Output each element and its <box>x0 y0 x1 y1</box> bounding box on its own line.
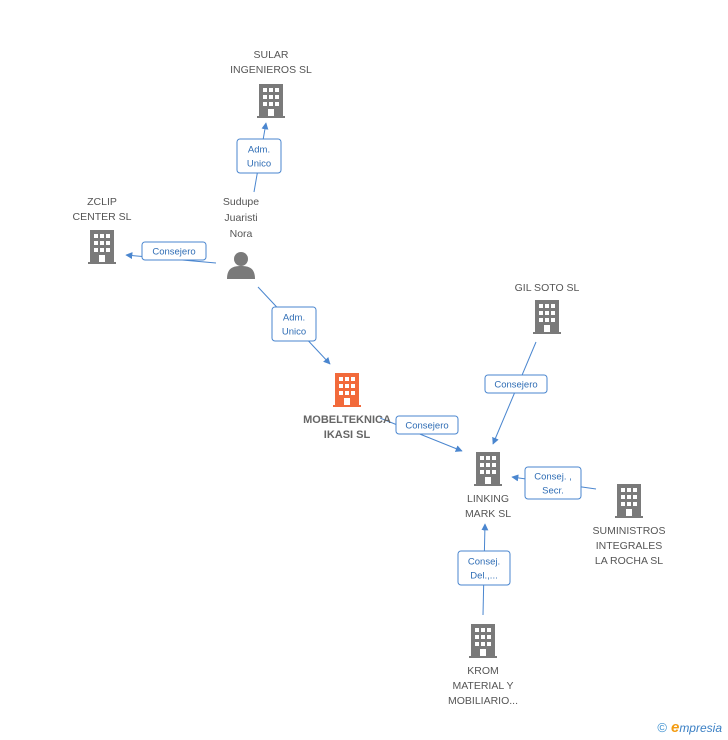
relation-badge-gilsoto-linking[interactable]: Consejero <box>484 374 548 394</box>
person-icon <box>227 252 255 279</box>
node-label: MATERIAL Y <box>452 680 513 692</box>
node-label: IKASI SL <box>324 429 371 441</box>
node-label: SUMINISTROS <box>593 525 666 537</box>
edges-layer <box>125 122 597 616</box>
node-label: GIL SOTO SL <box>515 282 580 294</box>
node-label: MARK SL <box>465 508 511 520</box>
node-label: Sudupe <box>223 196 259 208</box>
brand-logo-text: mpresia <box>679 720 722 735</box>
node-krom[interactable]: KROM MATERIAL Y MOBILIARIO... <box>448 624 518 707</box>
node-zclip[interactable]: ZCLIP CENTER SL <box>73 196 132 264</box>
relation-badge-box <box>524 466 582 500</box>
relation-badge-label: Consejero <box>152 247 195 258</box>
relation-badge-suministros-linking[interactable]: Consej. , Secr. <box>524 466 582 500</box>
footer-brand[interactable]: © e mpresia <box>657 719 722 736</box>
node-label: LINKING <box>467 493 509 505</box>
node-linking[interactable]: LINKING MARK SL <box>465 452 511 520</box>
node-label: Juaristi <box>224 212 257 224</box>
building-icon <box>615 484 643 518</box>
badges-layer: Adm.UnicoConsejeroAdm.UnicoConsejeroCons… <box>141 138 582 586</box>
node-label: SULAR <box>253 49 288 61</box>
node-suministros[interactable]: SUMINISTROS INTEGRALES LA ROCHA SL <box>593 484 666 567</box>
relation-badge-label: Consejero <box>405 421 448 432</box>
relation-badge-box <box>236 138 282 174</box>
copyright-icon: © <box>657 720 667 735</box>
relation-badge-sudupe-mobelteknica[interactable]: Adm. Unico <box>271 306 317 342</box>
relation-badge-label: Consej. , <box>534 472 572 483</box>
node-label: Nora <box>230 228 253 240</box>
relation-badge-label: Consejero <box>494 380 537 391</box>
relation-badge-label: Del.,... <box>470 571 497 582</box>
relation-badge-label: Adm. <box>248 145 270 156</box>
relation-badge-mobelteknica-linking[interactable]: Consejero <box>395 415 459 435</box>
node-mobelteknica[interactable]: MOBELTEKNICA IKASI SL <box>303 373 391 441</box>
relation-badge-label: Unico <box>247 159 271 170</box>
node-gilsoto[interactable]: GIL SOTO SL <box>515 282 580 334</box>
relation-badge-label: Unico <box>282 327 306 338</box>
building-icon <box>533 300 561 334</box>
relation-badge-sudupe-sular[interactable]: Adm. Unico <box>236 138 282 174</box>
node-label: KROM <box>467 665 499 677</box>
brand-logo-initial: e <box>670 719 680 736</box>
relation-badge-sudupe-zclip[interactable]: Consejero <box>141 241 207 261</box>
building-icon <box>88 230 116 264</box>
relation-badge-box <box>141 241 207 261</box>
building-icon <box>257 84 285 118</box>
relation-badge-box <box>395 415 459 435</box>
node-label: INGENIEROS SL <box>230 64 312 76</box>
relation-badge-box <box>457 550 511 586</box>
node-sular[interactable]: SULAR INGENIEROS SL <box>230 49 312 118</box>
relation-badge-box <box>271 306 317 342</box>
node-label: LA ROCHA SL <box>595 555 663 567</box>
node-label: MOBILIARIO... <box>448 695 518 707</box>
node-label: ZCLIP <box>87 196 117 208</box>
relation-badge-label: Adm. <box>283 313 305 324</box>
building-icon <box>333 373 361 407</box>
relation-badge-krom-linking[interactable]: Consej. Del.,... <box>457 550 511 586</box>
node-label: CENTER SL <box>73 211 132 223</box>
relation-badge-label: Consej. <box>468 557 500 568</box>
building-icon <box>474 452 502 486</box>
node-label: INTEGRALES <box>596 540 663 552</box>
building-icon <box>469 624 497 658</box>
relation-badge-label: Secr. <box>542 486 564 497</box>
node-label: MOBELTEKNICA <box>303 414 391 426</box>
relation-badge-box <box>484 374 548 394</box>
